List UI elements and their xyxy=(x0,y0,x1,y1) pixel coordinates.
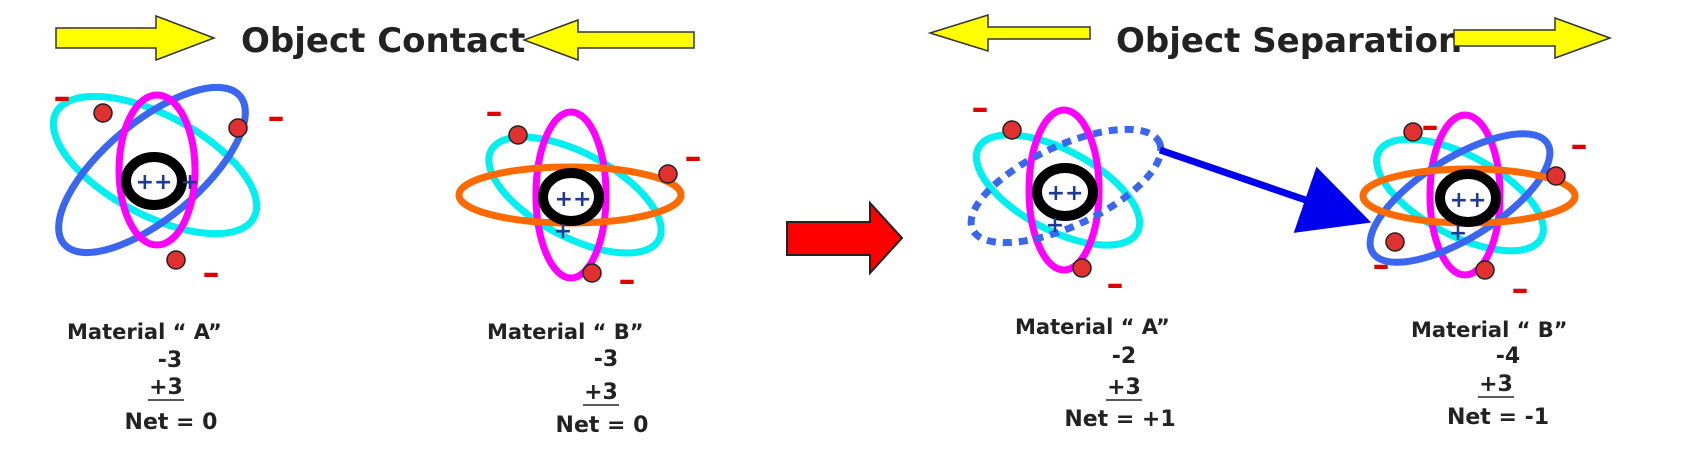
net-charge: Net = 0 xyxy=(556,413,649,438)
electron-icon xyxy=(166,250,186,270)
material-label: Material “ A” xyxy=(67,320,222,344)
electron-icon xyxy=(1002,120,1022,140)
electron-icon xyxy=(93,103,113,123)
electron-charge-sign: – xyxy=(1422,106,1439,146)
electron-charge-sign: – xyxy=(1373,245,1390,285)
negative-count: -2 xyxy=(1112,344,1136,369)
electron-charge-sign: – xyxy=(203,253,220,293)
electron-icon xyxy=(1403,122,1423,142)
electron-charge-sign: – xyxy=(268,97,285,137)
electron-charge-sign: – xyxy=(1512,269,1529,309)
yellow-arrow-left-icon xyxy=(927,13,1091,53)
yellow-arrow-right-icon xyxy=(1453,16,1613,60)
electron-icon xyxy=(1072,258,1092,278)
separation-title: Object Separation xyxy=(1116,21,1462,61)
electron-charge-sign: – xyxy=(1571,125,1588,165)
net-charge: Net = -1 xyxy=(1447,405,1549,430)
electron-icon xyxy=(228,118,248,138)
proton-symbol: ++ xyxy=(1450,188,1487,213)
electron-icon xyxy=(508,125,528,145)
red-process-arrow-icon xyxy=(786,200,904,276)
tally-separation-b: Material “ B” -4 +3 Net = -1 xyxy=(1411,318,1568,430)
proton-symbol: ++ xyxy=(555,187,592,212)
positive-count: +3 xyxy=(1479,372,1513,397)
separation-heading-group: Object Separation xyxy=(927,13,1613,61)
positive-count: +3 xyxy=(1107,375,1141,400)
proton-symbol: ++ xyxy=(136,170,173,195)
electron-icon xyxy=(1546,166,1566,186)
proton-symbol: + xyxy=(554,219,572,244)
atom-contact-b: ++ + – – – xyxy=(455,92,702,300)
atom-separation-b: ++ + – – – – xyxy=(1359,106,1588,309)
electron-icon xyxy=(1385,232,1405,252)
electron-transfer-arrow-icon xyxy=(1158,146,1372,233)
electron-charge-sign: – xyxy=(54,77,71,117)
proton-symbol: + xyxy=(1449,221,1467,246)
atom-separation-a: ++ + – – xyxy=(967,88,1165,304)
electron-icon xyxy=(658,164,678,184)
electron-charge-sign: – xyxy=(685,137,702,177)
net-charge: Net = 0 xyxy=(125,410,218,435)
electron-icon xyxy=(1475,260,1495,280)
negative-count: -3 xyxy=(594,347,618,372)
electron-charge-sign: – xyxy=(1107,264,1124,304)
contact-title: Object Contact xyxy=(241,21,525,61)
proton-symbol: + xyxy=(1046,213,1064,238)
net-charge: Net = +1 xyxy=(1064,407,1175,432)
positive-count: +3 xyxy=(149,375,183,400)
material-label: Material “ B” xyxy=(1411,318,1568,342)
tally-contact-b: Material “ B” -3 +3 Net = 0 xyxy=(487,320,648,438)
tally-separation-a: Material “ A” -2 +3 Net = +1 xyxy=(1015,315,1176,432)
yellow-arrow-left-icon xyxy=(521,18,695,62)
tally-contact-a: Material “ A” -3 +3 Net = 0 xyxy=(67,320,222,435)
proton-symbol: ++ xyxy=(1047,181,1084,206)
positive-count: +3 xyxy=(584,380,618,405)
material-label: Material “ B” xyxy=(487,320,644,344)
electron-charge-sign: – xyxy=(619,260,636,300)
electron-icon xyxy=(582,263,602,283)
negative-count: -4 xyxy=(1496,344,1520,369)
negative-count: -3 xyxy=(158,348,182,373)
electron-charge-sign: – xyxy=(486,92,503,132)
contact-heading-group: Object Contact xyxy=(55,14,695,62)
atom-contact-a: ++ + – – – xyxy=(49,77,285,293)
material-label: Material “ A” xyxy=(1015,315,1170,339)
electron-charge-sign: – xyxy=(972,88,989,128)
yellow-arrow-right-icon xyxy=(55,14,217,62)
proton-symbol: + xyxy=(181,170,199,195)
